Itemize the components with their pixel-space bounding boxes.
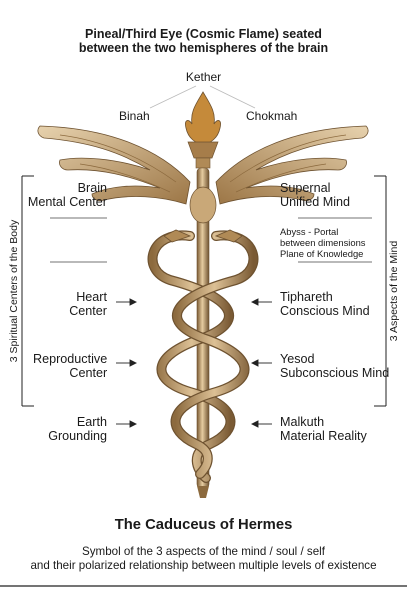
header-caption: Pineal/Third Eye (Cosmic Flame) seated b…	[0, 27, 407, 55]
twin-serpents	[147, 229, 259, 483]
abyss-label: Abyss - Portal between dimensions Plane …	[280, 226, 365, 259]
supernal-label-line1: Supernal	[280, 181, 331, 195]
chokmah-label: Chokmah	[246, 109, 298, 123]
sephirot-connector-lines	[149, 85, 256, 109]
brain-label-line1: Brain	[77, 181, 107, 195]
heart-label-line2: Center	[69, 304, 107, 319]
arrow-left-icon	[250, 298, 272, 306]
yesod-label-line1: Yesod	[280, 352, 315, 366]
earth-label-line1: Earth	[76, 415, 107, 429]
supernal-label: Supernal Unified Mind	[280, 181, 350, 209]
yesod-label-line2: Subconscious Mind	[280, 366, 390, 381]
header-line-1: Pineal/Third Eye (Cosmic Flame) seated	[85, 27, 322, 41]
tiphareth-label-line1: Tiphareth	[280, 290, 333, 304]
earth-grounding-label: Earth Grounding	[48, 415, 107, 443]
right-wing	[215, 125, 369, 205]
reproductive-center-label: Reproductive Center	[33, 352, 107, 380]
binah-label: Binah	[119, 109, 150, 123]
left-wing	[37, 125, 191, 205]
flame-torch	[185, 91, 221, 169]
abyss-label-line1: Abyss - Portal	[280, 226, 339, 237]
header-line-2: between the two hemispheres of the brain	[78, 41, 329, 55]
diagram-title: The Caduceus of Hermes	[114, 517, 293, 533]
diagram-subtitle: Symbol of the 3 aspects of the mind / so…	[0, 545, 407, 573]
reproductive-label-line1: Reproductive	[33, 352, 108, 366]
subtitle-line-1: Symbol of the 3 aspects of the mind / so…	[82, 545, 325, 558]
yesod-label: Yesod Subconscious Mind	[280, 352, 389, 380]
arrow-left-icon	[250, 359, 272, 367]
staff-knob	[189, 186, 217, 224]
abyss-label-line3: Plane of Knowledge	[280, 248, 364, 260]
spiritual-centers-bracket-label: 3 Spiritual Centers of the Body	[8, 219, 20, 363]
aspects-of-mind-bracket-label: 3 Aspects of the Mind	[388, 240, 400, 342]
brain-label-line2: Mental Center	[27, 195, 107, 210]
abyss-divider-lines	[50, 217, 372, 263]
right-arrows	[250, 298, 272, 428]
left-arrows	[116, 298, 138, 428]
abyss-label-line2: between dimensions	[280, 237, 366, 249]
arrow-right-icon	[116, 298, 138, 306]
staff-foot	[197, 486, 209, 498]
heart-label-line1: Heart	[76, 290, 107, 304]
kether-label: Kether	[185, 70, 222, 84]
reproductive-label-line2: Center	[69, 366, 108, 381]
arrow-right-icon	[116, 420, 138, 428]
arrow-left-icon	[250, 420, 272, 428]
supernal-label-line2: Unified Mind	[280, 195, 350, 210]
tiphareth-label-line2: Conscious Mind	[280, 304, 370, 319]
malkuth-label-line1: Malkuth	[280, 415, 325, 429]
arrow-right-icon	[116, 359, 138, 367]
earth-label-line2: Grounding	[48, 429, 107, 444]
heart-center-label: Heart Center	[69, 290, 107, 318]
subtitle-line-2: and their polarized relationship between…	[30, 559, 377, 573]
left-bracket	[21, 175, 34, 407]
malkuth-label-line2: Material Reality	[280, 429, 367, 444]
right-bracket	[374, 175, 387, 407]
tiphareth-label: Tiphareth Conscious Mind	[280, 290, 370, 318]
malkuth-label: Malkuth Material Reality	[280, 415, 367, 443]
brain-center-label: Brain Mental Center	[28, 181, 107, 209]
